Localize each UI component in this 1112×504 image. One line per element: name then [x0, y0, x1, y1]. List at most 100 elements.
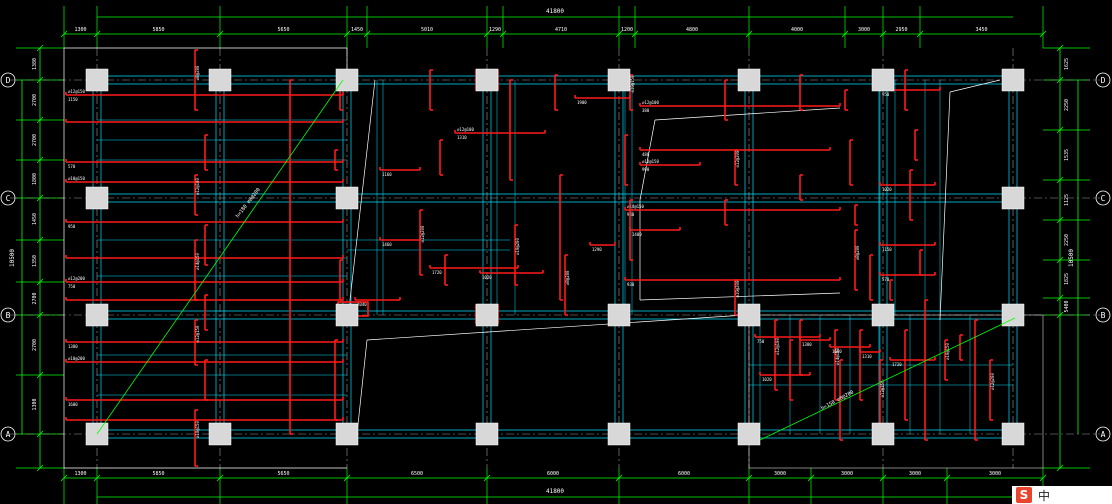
top-span-label: 5650 [277, 27, 289, 33]
rebar-length-label: 940 [627, 212, 635, 217]
bottom-tick [745, 474, 753, 482]
rebar-label: ⌀12@150 [68, 89, 85, 94]
left-span-label: 2700 [32, 292, 38, 304]
rebar-length-label: 1720 [892, 362, 902, 367]
left-tick [36, 278, 44, 286]
top-tick [343, 30, 351, 38]
bottom-span-label: 3000 [841, 471, 853, 477]
rebar-label: ⌀8@200 [195, 65, 200, 80]
right-span-label: 5400 [1064, 300, 1070, 312]
rebar-label: ⌀12@200 [990, 373, 995, 390]
right-tick [1056, 176, 1064, 184]
rebar-label: ⌀10@200 [735, 280, 740, 297]
total-top-dimension: 41800 [546, 8, 564, 15]
top-tick [363, 30, 371, 38]
top-span-label: 2950 [895, 27, 907, 33]
column [1001, 303, 1025, 327]
bottom-span-label: 5650 [277, 471, 289, 477]
rebar-label: ⌀14@150 [627, 204, 644, 209]
right-span-label: 1625 [1064, 58, 1070, 70]
axis-bubble [1095, 72, 1111, 88]
column [208, 422, 232, 446]
left-span-label: 1350 [32, 255, 38, 267]
bottom-span-label: 3000 [774, 471, 786, 477]
rebar-length-label: 950 [68, 224, 76, 229]
diagonal-slab-marks [96, 79, 1016, 441]
column [737, 422, 761, 446]
rebar-label: ⌀12@100 [195, 178, 200, 195]
rebar-length-label: 1290 [592, 247, 602, 252]
diagonal-slab-line [96, 79, 344, 435]
left-tick [36, 156, 44, 164]
slab-edge [63, 48, 347, 469]
right-tick [1056, 294, 1064, 302]
rebar-length-label: 1020 [482, 275, 492, 280]
rebar-label: ⌀12@100 [775, 338, 780, 355]
top-span-label: 5010 [421, 27, 433, 33]
watermark-logo: S 中 [1012, 486, 1112, 504]
left-span-label: 1380 [32, 58, 38, 70]
column [85, 303, 109, 327]
rebar-label: ⌀8@200 [565, 270, 570, 285]
rebar-length-label: 480 [642, 152, 650, 157]
left-span-label: 2700 [32, 134, 38, 146]
rebar-label: ⌀10@150 [195, 421, 200, 438]
left-tick [36, 236, 44, 244]
axis-label: C [6, 194, 11, 203]
top-tick [483, 30, 491, 38]
rebar-length-label: 930 [627, 282, 635, 287]
column [85, 186, 109, 210]
left-tick [36, 76, 44, 84]
right-tick [1056, 216, 1064, 224]
rebar-label: ⌀10@150 [630, 75, 635, 92]
bottom-span-label: 6500 [411, 471, 423, 477]
rebar-label: ⌀12@150 [642, 159, 659, 164]
column [208, 68, 232, 92]
slab-edge [356, 339, 368, 435]
top-tick [745, 30, 753, 38]
rebar-label: ⌀14@150 [195, 253, 200, 270]
column [607, 303, 631, 327]
right-tick [1056, 76, 1064, 84]
top-tick [615, 30, 623, 38]
rebar-label: ⌀8@200 [855, 245, 860, 260]
rebar-label: ⌀14@150 [835, 348, 840, 365]
column [1001, 186, 1025, 210]
logo-text: 中 [1038, 488, 1051, 503]
left-tick [36, 464, 44, 472]
top-tick [1039, 30, 1047, 38]
axis-bubble [1095, 426, 1111, 442]
axis-label: B [6, 311, 11, 320]
bottom-tick [343, 474, 351, 482]
rebar-length-label: 1310 [457, 135, 467, 140]
axis-label: A [6, 430, 11, 439]
axis-bubble [1095, 307, 1111, 323]
rebar-label: ⌀12@100 [457, 127, 474, 132]
top-span-label: 4800 [686, 27, 698, 33]
rebar-length-label: 1020 [762, 377, 772, 382]
left-span-label: 1800 [32, 173, 38, 185]
left-span-label: 2700 [32, 94, 38, 106]
top-span-label: 1300 [74, 27, 86, 33]
right-tick [1056, 126, 1064, 134]
top-span-label: 1450 [351, 27, 363, 33]
top-span-label: 4710 [555, 27, 567, 33]
right-span-label: 1125 [1064, 194, 1070, 206]
column [607, 68, 631, 92]
column [85, 68, 109, 92]
bottom-tick [807, 474, 815, 482]
axis-bubble [0, 307, 16, 323]
axis-label: A [1101, 430, 1106, 439]
column [871, 303, 895, 327]
top-tick [93, 30, 101, 38]
rebar-label: ⌀10@150 [68, 176, 85, 181]
left-span-label: 1450 [32, 213, 38, 225]
rebar-length-label: 1380 [802, 342, 812, 347]
column [607, 422, 631, 446]
rebar-length-label: 1400 [632, 232, 642, 237]
rebar-length-label: 1150 [68, 97, 78, 102]
bottom-span-label: 3000 [989, 471, 1001, 477]
bottom-span-label: 5850 [152, 471, 164, 477]
top-tick [841, 30, 849, 38]
